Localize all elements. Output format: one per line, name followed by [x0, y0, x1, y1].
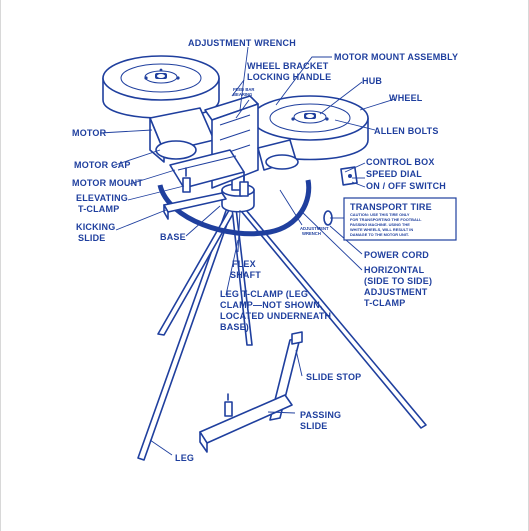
- label-elevating-2: T-CLAMP: [78, 204, 119, 214]
- leg-front-left: [137, 204, 234, 461]
- transport-tire-line-3: PASSING MACHINE. USING THE: [350, 222, 410, 227]
- label-horizontal-1: HORIZONTAL: [364, 265, 425, 275]
- label-motor-cap: MOTOR CAP: [74, 160, 131, 170]
- transport-tire-line-1: CAUTION: USE THIS TIRE ONLY: [350, 212, 410, 217]
- transport-tire-title: TRANSPORT TIRE: [350, 202, 432, 212]
- label-allen-bolts: ALLEN BOLTS: [374, 126, 439, 136]
- label-motor-mount-assembly: MOTOR MOUNT ASSEMBLY: [334, 52, 458, 62]
- leader-lines: [99, 46, 396, 456]
- transport-tire-line-4: WHITE WHEELS, WILL RESULT IN: [350, 227, 413, 232]
- label-on-off-switch: ON / OFF SWITCH: [366, 181, 446, 191]
- label-leg-clamp-3: LOCATED UNDERNEATH: [220, 311, 331, 321]
- label-leg-clamp-4: BASE): [220, 322, 249, 332]
- left-wheel: [102, 55, 220, 119]
- label-wheel-bracket-1: WHEEL BRACKET: [247, 61, 329, 71]
- passing-slide-group: [199, 331, 303, 453]
- label-control-box: CONTROL BOX: [366, 157, 435, 167]
- label-base: BASE: [160, 232, 186, 242]
- label-hub: HUB: [362, 76, 382, 86]
- label-wheel: WHEEL: [389, 93, 423, 103]
- label-horizontal-4: T-CLAMP: [364, 298, 405, 308]
- label-slide-stop: SLIDE STOP: [306, 372, 361, 382]
- label-leg-clamp-1: LEG T-CLAMP (LEG: [220, 289, 308, 299]
- callout-labels: ADJUSTMENT WRENCH MOTOR MOUNT ASSEMBLY W…: [72, 38, 458, 463]
- transport-tire-line-2: FOR TRANSPORTING THE FOOTBALL: [350, 217, 422, 222]
- label-passing-1: PASSING: [300, 410, 341, 420]
- label-flex-1: FLEX: [232, 259, 256, 269]
- label-power-cord: POWER CORD: [364, 250, 429, 260]
- label-feed-bar-2: BEARING: [233, 92, 252, 97]
- label-horizontal-3: ADJUSTMENT: [364, 287, 428, 297]
- legs: [137, 203, 427, 461]
- label-elevating-1: ELEVATING: [76, 193, 128, 203]
- label-passing-2: SLIDE: [300, 421, 328, 431]
- label-motor: MOTOR: [72, 128, 107, 138]
- label-adj-wrench-small-1: ADJUSTMENT: [300, 226, 329, 231]
- label-leg: LEG: [175, 453, 194, 463]
- label-kicking-2: SLIDE: [78, 233, 106, 243]
- transport-tire-note: TRANSPORT TIRE CAUTION: USE THIS TIRE ON…: [330, 197, 457, 241]
- label-motor-mount: MOTOR MOUNT: [72, 178, 143, 188]
- label-kicking-1: KICKING: [76, 222, 115, 232]
- label-feed-bar-1: FEED BAR: [233, 87, 254, 92]
- label-horizontal-2: (SIDE TO SIDE): [364, 276, 432, 286]
- transport-tire-line-5: DAMAGE TO THE MOTOR UNIT.: [350, 232, 409, 237]
- label-adjustment-wrench: ADJUSTMENT WRENCH: [188, 38, 296, 48]
- label-wheel-bracket-2: LOCKING HANDLE: [247, 72, 331, 82]
- label-speed-dial: SPEED DIAL: [366, 169, 422, 179]
- label-adj-wrench-small-2: WRENCH: [302, 231, 321, 236]
- kicking-slide: [163, 192, 227, 220]
- label-leg-clamp-2: CLAMP—NOT SHOWN,: [220, 300, 323, 310]
- label-flex-2: SHAFT: [230, 270, 261, 280]
